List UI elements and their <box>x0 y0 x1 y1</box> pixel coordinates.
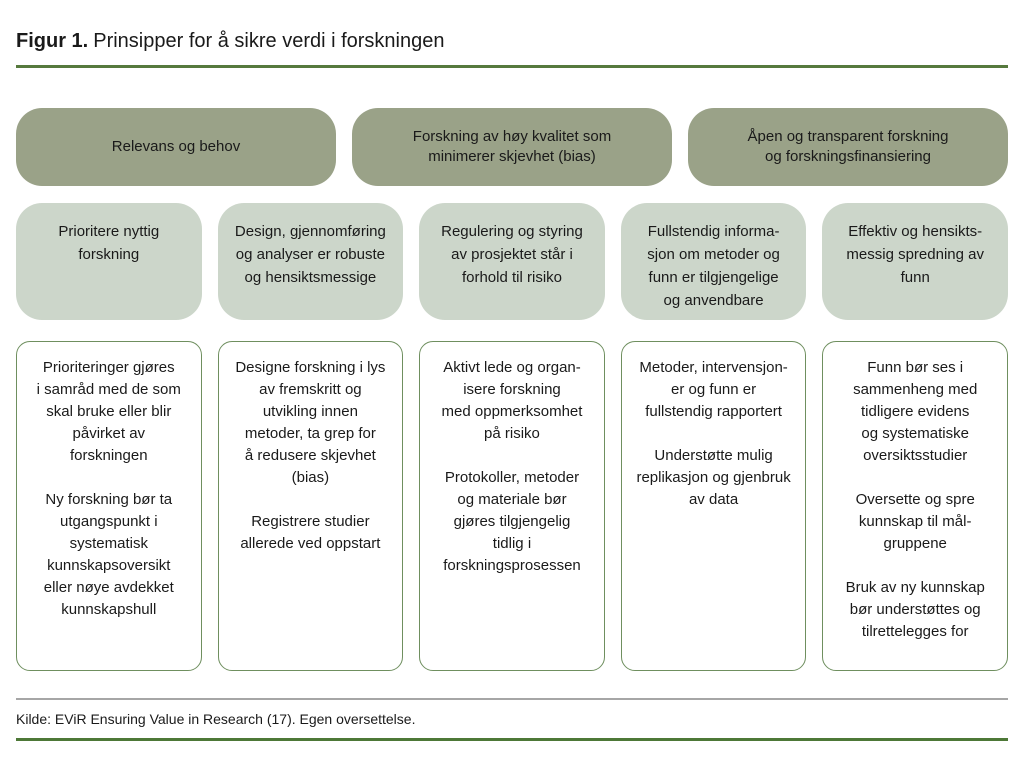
principle-box-quality: Forskning av høy kvalitet som minimerer … <box>352 108 672 186</box>
subprinciple-box-prioritize: Prioritere nyttig forskning <box>16 203 202 320</box>
figure-number: Figur 1. <box>16 30 89 52</box>
principle-box-transparency: Åpen og transparent forskning og forskni… <box>688 108 1008 186</box>
figure-title: Figur 1.Prinsipper for å sikre verdi i f… <box>16 28 1008 54</box>
title-divider <box>16 65 1008 68</box>
subprinciple-box-regulation: Regulering og styring av prosjektet står… <box>419 203 605 320</box>
detail-box-dissemination: Funn bør ses i sammenheng med tidligere … <box>822 341 1008 671</box>
subprinciple-box-dissemination: Effektiv og hensikts- messig spredning a… <box>822 203 1008 320</box>
subprinciple-box-information: Fullstendig informa- sjon om metoder og … <box>620 203 807 320</box>
principles-detail-row: Prioriteringer gjøres i samråd med de so… <box>16 341 1008 671</box>
detail-box-regulation: Aktivt lede og organ- isere forskning me… <box>419 341 605 671</box>
principle-box-relevance: Relevans og behov <box>16 108 336 186</box>
detail-box-information: Metoder, intervensjon- er og funn er ful… <box>620 341 807 671</box>
figure-page: Figur 1.Prinsipper for å sikre verdi i f… <box>16 28 1008 741</box>
detail-box-design: Designe forskning i lys av fremskritt og… <box>217 341 404 671</box>
source-caption: Kilde: EViR Ensuring Value in Research (… <box>16 711 416 727</box>
figure-title-text: Prinsipper for å sikre verdi i forskning… <box>93 30 445 52</box>
principles-mid-row: Prioritere nyttig forskning Design, gjen… <box>16 203 1008 320</box>
footer-divider-green <box>16 738 1008 741</box>
footer-divider-gray <box>16 698 1008 700</box>
detail-box-prioritize: Prioriteringer gjøres i samråd med de so… <box>16 341 202 671</box>
principles-top-row: Relevans og behov Forskning av høy kvali… <box>16 108 1008 186</box>
subprinciple-box-design: Design, gjennomføring og analyser er rob… <box>217 203 404 320</box>
